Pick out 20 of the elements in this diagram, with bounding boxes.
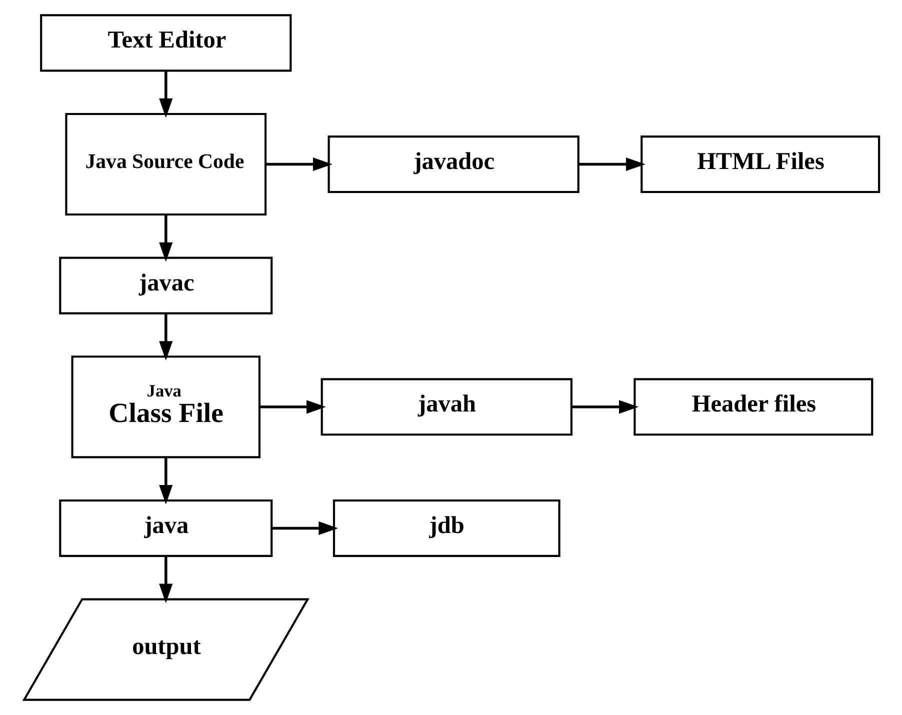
node-box: Text Editor — [40, 14, 292, 72]
node-box: javac — [58, 256, 272, 314]
arrow — [265, 157, 332, 172]
arrow — [158, 214, 172, 262]
node-box: HTML Files — [640, 135, 880, 194]
arrow — [158, 556, 172, 604]
node-box: Java Class File — [70, 356, 260, 458]
node-box: Java Source Code — [64, 112, 266, 216]
arrow — [158, 457, 172, 504]
node-box: Header files — [633, 378, 873, 436]
node-box: jdb — [332, 499, 560, 557]
arrow — [571, 400, 638, 414]
node-box: java — [58, 499, 272, 557]
arrow — [158, 70, 172, 118]
arrow — [259, 400, 326, 414]
arrow — [271, 521, 338, 536]
arrow — [158, 313, 172, 361]
node-box: javah — [320, 378, 572, 436]
arrow — [578, 157, 645, 172]
node-box: javadoc — [327, 135, 579, 194]
